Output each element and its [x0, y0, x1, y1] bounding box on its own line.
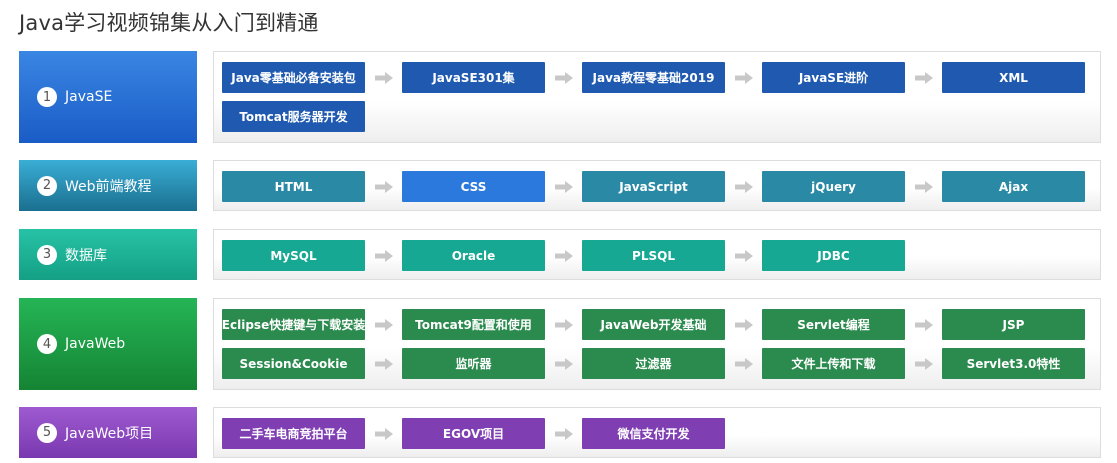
arrow-right-icon [375, 428, 393, 440]
arrow-right-icon [555, 72, 573, 84]
step-button[interactable]: 二手车电商竞拍平台 [222, 418, 365, 449]
section-number-badge: 5 [37, 422, 57, 443]
section-number-badge: 1 [37, 87, 57, 107]
arrow-right-icon [375, 181, 393, 193]
step-button[interactable]: Java零基础必备安装包 [222, 62, 365, 93]
step-button[interactable]: 文件上传和下载 [762, 348, 905, 379]
step-button[interactable]: PLSQL [582, 240, 725, 271]
arrow-right-icon [375, 72, 393, 84]
step-button[interactable]: Eclipse快捷键与下载安装 [222, 309, 365, 340]
step-button[interactable]: Oracle [402, 240, 545, 271]
step-button[interactable]: JavaSE301集 [402, 62, 545, 93]
section-2: 2 Web前端教程 HTML CSS JavaScript jQuery Ajax [19, 160, 1101, 211]
arrow-right-icon [375, 319, 393, 331]
step-button[interactable]: JavaWeb开发基础 [582, 309, 725, 340]
section-label[interactable]: 4 JavaWeb [19, 298, 197, 390]
step-button[interactable]: 过滤器 [582, 348, 725, 379]
steps-panel: MySQL Oracle PLSQL JDBC [213, 229, 1101, 280]
step-button[interactable]: Java教程零基础2019 [582, 62, 725, 93]
step-button[interactable]: 微信支付开发 [582, 418, 725, 449]
arrow-right-icon [555, 358, 573, 370]
arrow-right-icon [735, 250, 753, 262]
arrow-right-icon [735, 72, 753, 84]
section-label[interactable]: 3 数据库 [19, 229, 197, 280]
step-button[interactable]: Servlet编程 [762, 309, 905, 340]
arrow-right-icon [555, 428, 573, 440]
step-button[interactable]: Ajax [942, 171, 1085, 202]
step-button[interactable]: 监听器 [402, 348, 545, 379]
section-title: JavaSE [65, 89, 113, 105]
step-button[interactable]: Session&Cookie [222, 348, 365, 379]
step-button[interactable]: jQuery [762, 171, 905, 202]
step-button[interactable]: JDBC [762, 240, 905, 271]
arrow-right-icon [735, 181, 753, 193]
step-button[interactable]: Tomcat9配置和使用 [402, 309, 545, 340]
step-button[interactable]: JavaSE进阶 [762, 62, 905, 93]
section-number-badge: 4 [37, 334, 57, 354]
step-button[interactable]: Tomcat服务器开发 [222, 101, 365, 132]
section-title: JavaWeb [65, 336, 126, 352]
section-label[interactable]: 2 Web前端教程 [19, 160, 197, 211]
arrow-right-icon [735, 319, 753, 331]
arrow-right-icon [915, 72, 933, 84]
arrow-right-icon [555, 181, 573, 193]
step-button[interactable]: JSP [942, 309, 1085, 340]
section-title: JavaWeb项目 [65, 425, 154, 442]
section-4: 4 JavaWeb Eclipse快捷键与下载安装 Tomcat9配置和使用 JavaW… [19, 298, 1101, 390]
steps-panel: Java零基础必备安装包 JavaSE301集 Java教程零基础2019 JavaS… [213, 51, 1101, 143]
page-title: Java学习视频锦集从入门到精通 [19, 11, 319, 35]
arrow-right-icon [555, 319, 573, 331]
section-label[interactable]: 5 JavaWeb项目 [19, 407, 197, 458]
section-title: 数据库 [65, 247, 107, 264]
section-title: Web前端教程 [65, 178, 152, 195]
section-number-badge: 3 [37, 244, 57, 265]
arrow-right-icon [915, 319, 933, 331]
section-5: 5 JavaWeb项目 二手车电商竞拍平台 EGOV项目 微信支付开发 [19, 407, 1101, 458]
step-button[interactable]: CSS [402, 171, 545, 202]
arrow-right-icon [915, 358, 933, 370]
section-1: 1 JavaSE Java零基础必备安装包 JavaSE301集 Java教程零基础20… [19, 51, 1101, 143]
section-label[interactable]: 1 JavaSE [19, 51, 197, 143]
arrow-right-icon [915, 181, 933, 193]
arrow-right-icon [375, 358, 393, 370]
arrow-right-icon [735, 358, 753, 370]
section-3: 3 数据库 MySQL Oracle PLSQL JDBC [19, 229, 1101, 280]
step-button[interactable]: EGOV项目 [402, 418, 545, 449]
steps-panel: 二手车电商竞拍平台 EGOV项目 微信支付开发 [213, 407, 1101, 458]
step-button[interactable]: HTML [222, 171, 365, 202]
step-button[interactable]: XML [942, 62, 1085, 93]
steps-panel: HTML CSS JavaScript jQuery Ajax [213, 160, 1101, 211]
arrow-right-icon [555, 250, 573, 262]
step-button[interactable]: JavaScript [582, 171, 725, 202]
step-button[interactable]: Servlet3.0特性 [942, 348, 1085, 379]
step-button[interactable]: MySQL [222, 240, 365, 271]
arrow-right-icon [375, 250, 393, 262]
steps-panel: Eclipse快捷键与下载安装 Tomcat9配置和使用 JavaWeb开发基础 Se… [213, 298, 1101, 390]
section-number-badge: 2 [37, 175, 57, 196]
